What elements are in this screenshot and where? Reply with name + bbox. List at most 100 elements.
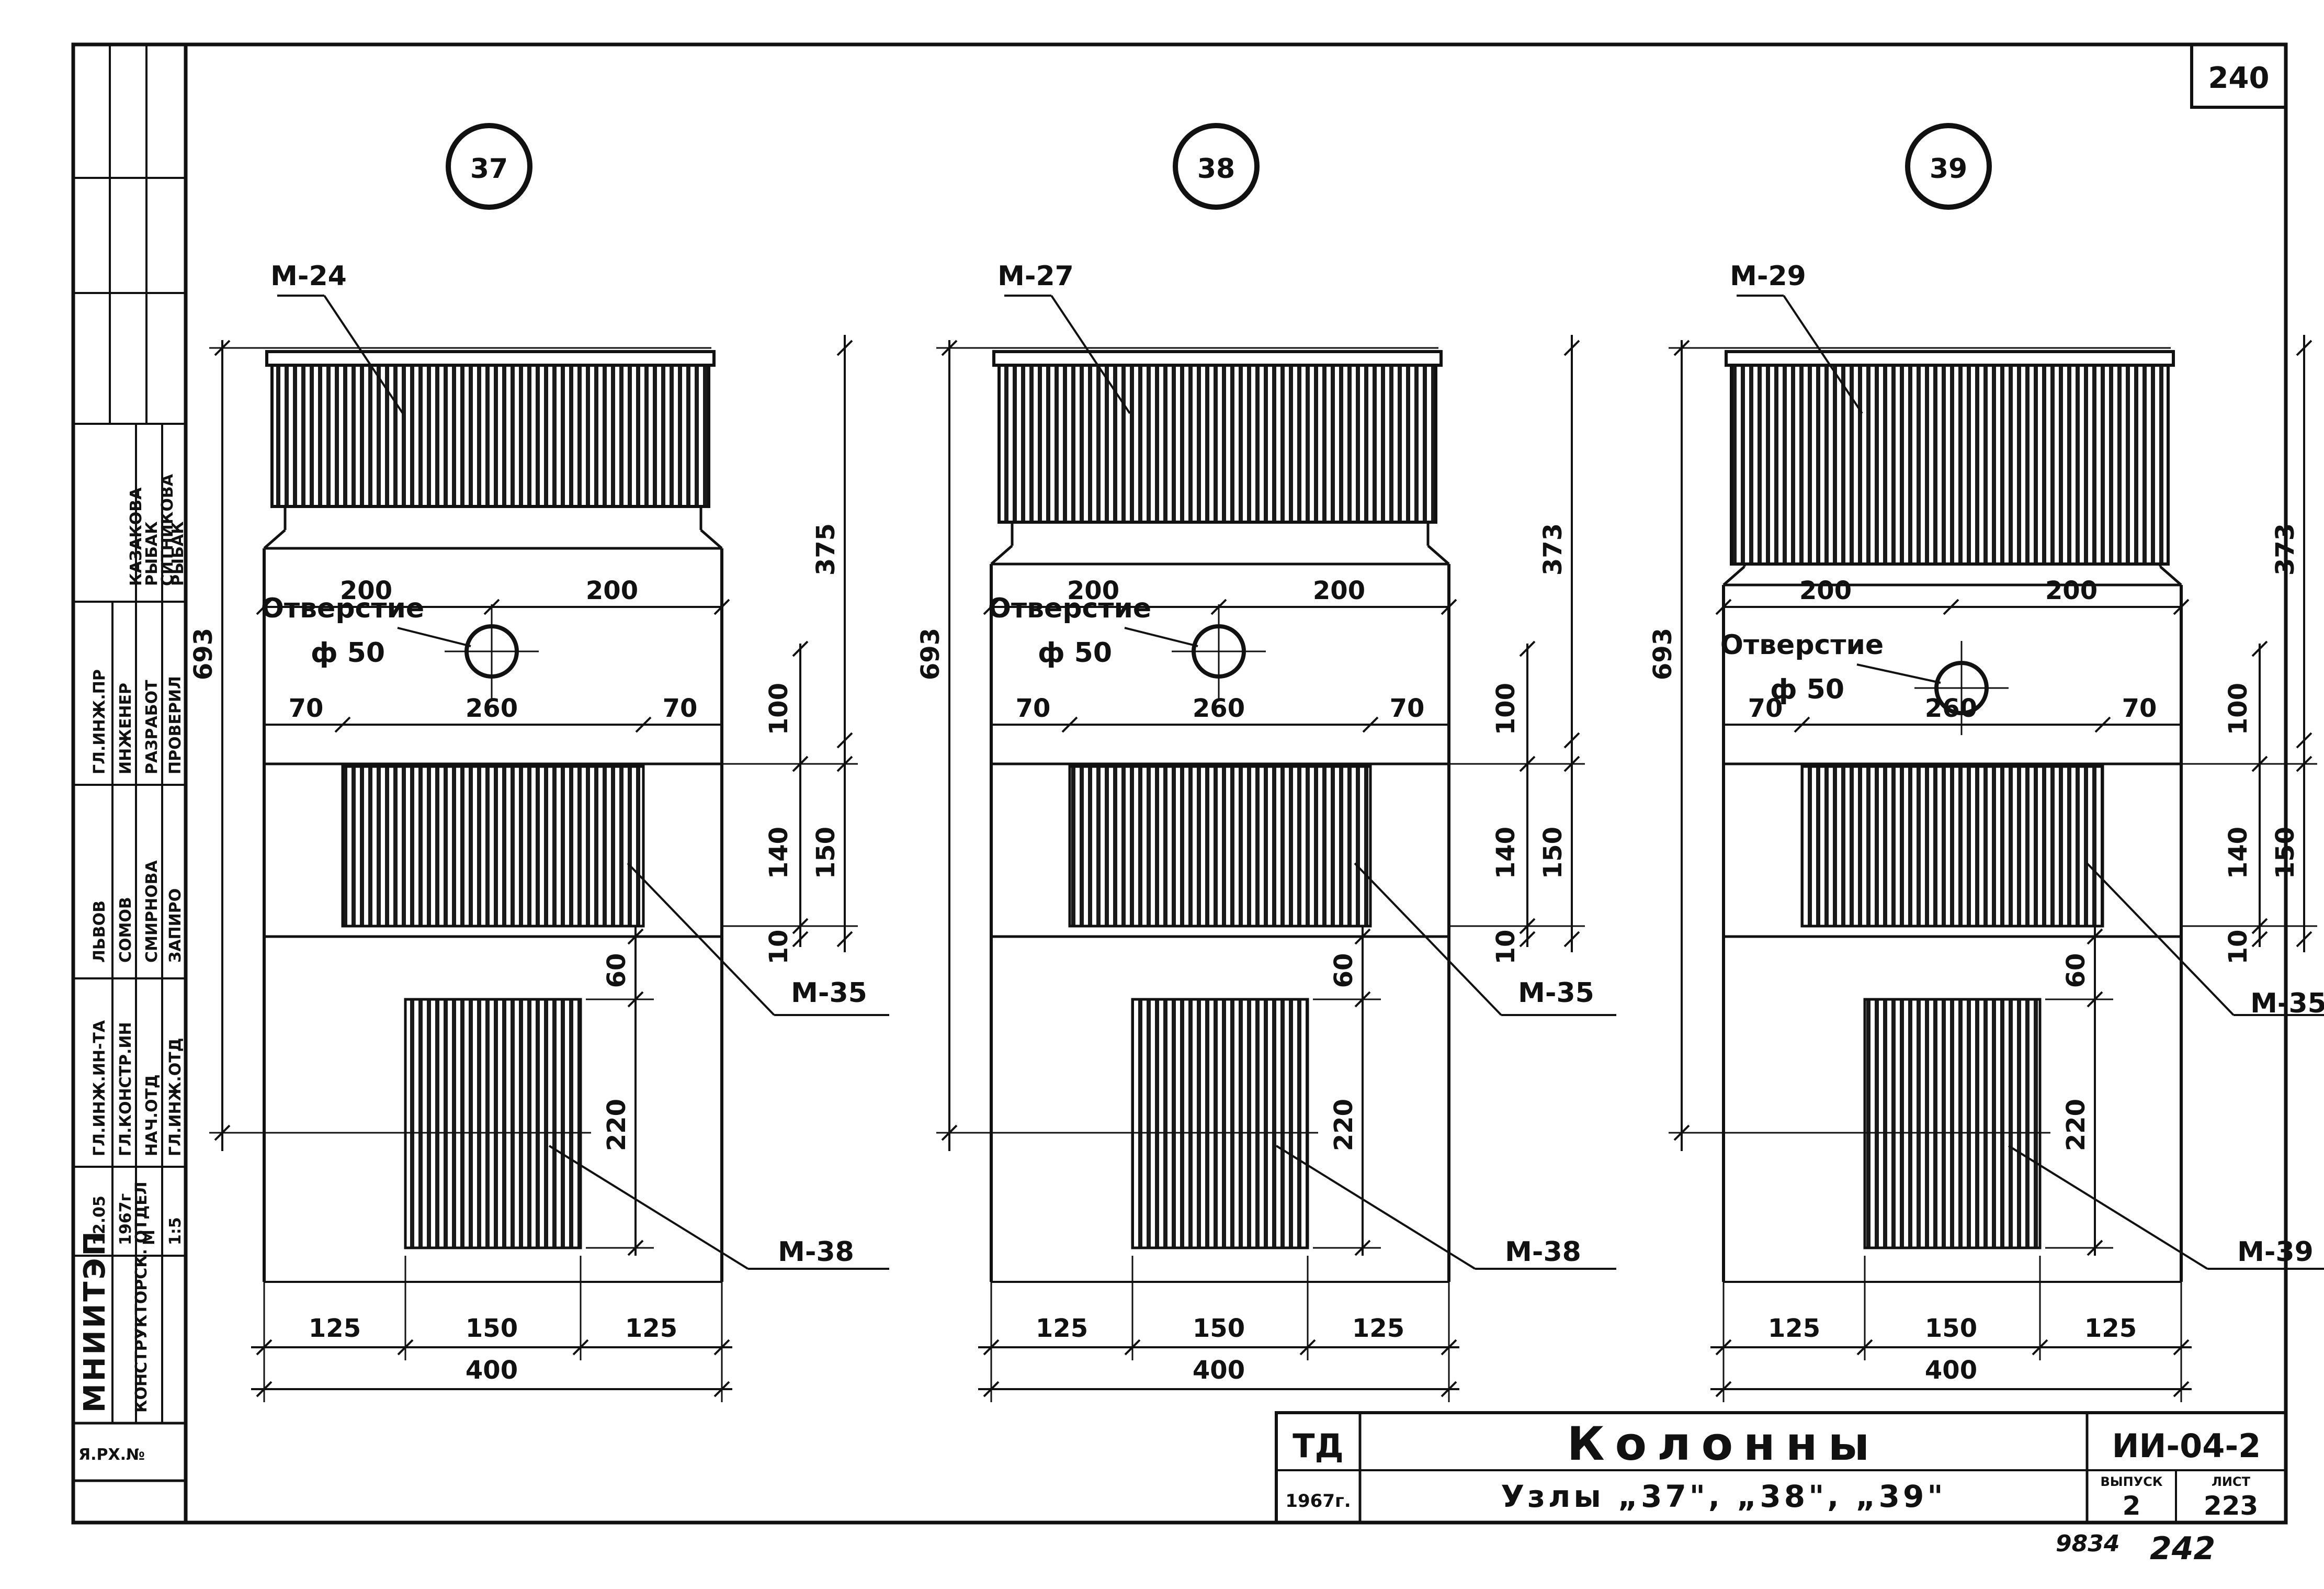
stamp-name: РЫБАК [169,521,187,586]
dimension-tick [214,1124,231,1141]
dimension-tick [1943,599,1959,615]
hole-leader [397,627,471,647]
stamp-year: 1967г [117,1193,135,1245]
dimension-tick [2087,991,2103,1008]
dim-total: 693 [189,628,218,680]
part-label-top: М-24 [270,261,347,292]
top-plate [1725,350,2175,367]
stamp-name: ЗАПИРО [166,888,185,963]
hole-diameter: ф 50 [1770,674,1844,705]
dimension-tick [2251,931,2268,948]
dimension-tick [2087,928,2103,945]
dimension-tick [2173,599,2190,615]
dim-150: 150 [2271,827,2300,879]
dim-140: 140 [2224,827,2253,879]
dimension-tick [2251,756,2268,772]
dimension-tick [2251,640,2268,657]
footer-code: 9834 [2056,1530,2119,1557]
dim-10: 10 [1491,930,1521,965]
node-number-circle [446,123,532,210]
top-plate [992,350,1443,367]
stamp-date: 12.05 [90,1196,109,1245]
stamp-strip: МНИИТЭП КОНСТРУКТОРСК. ОТДЕЛ 12.05 1967г… [73,44,187,1482]
dim-width: 400 [1925,1356,1977,1385]
dim-half-right: 200 [1313,576,1365,605]
dim-140: 140 [764,827,793,879]
part-label-bottom: М-38 [1505,1236,1581,1268]
dim-10: 10 [764,930,793,965]
column-outline [263,529,286,549]
stamp-archive: Я.РХ.№ [78,1446,145,1464]
dimension-tick [792,640,809,657]
dim-center: 260 [466,694,518,723]
dim-140: 140 [1491,827,1521,879]
top-embedded-plate [270,364,710,508]
leader-line [1275,1145,1476,1270]
stamp-dept: КОНСТРУКТОРСК. ОТДЕЛ [132,1181,151,1413]
dim-125-right: 125 [2084,1314,2137,1343]
dim-150-bottom: 150 [1925,1314,1977,1343]
dim-width: 400 [466,1356,518,1385]
dimension-tick [1563,732,1580,749]
stamp-name: ЛЬВОВ [90,900,109,963]
dimension-tick [1563,340,1580,356]
dim-220: 220 [2061,1099,2091,1151]
page-number: 240 [2208,61,2270,95]
dimension-tick [1673,340,1690,356]
dim-upper: 373 [1538,523,1568,576]
dimension-tick [983,1381,1000,1398]
part-label-top: М-27 [997,261,1074,292]
dim-half-left: 200 [1799,576,1852,605]
node-number: 39 [1930,153,1967,185]
dimension-tick [1794,716,1810,733]
series-label: ТД [1293,1427,1344,1465]
dimension-tick [1715,599,1732,615]
dim-edge-left: 70 [289,694,324,723]
dim-125-right: 125 [625,1314,677,1343]
dim-10: 10 [2224,930,2253,965]
dimension-tick [836,340,853,356]
bottom-embedded-plate [1863,998,2042,1249]
dimension-tick [1673,1124,1690,1141]
node-number-circle [1173,123,1260,210]
leader-line [323,295,404,414]
bottom-embedded-plate [1131,998,1309,1249]
dimension-tick [1441,599,1457,615]
dim-100: 100 [764,683,793,735]
dim-125-left: 125 [309,1314,361,1343]
dimension-tick [2094,716,2111,733]
mid-embedded-plate [1068,765,1372,928]
issue-number: 2 [2123,1491,2141,1521]
stamp-name: КАЗАКОВА [127,487,145,586]
dim-100: 100 [2224,683,2253,735]
dimension-tick [2296,756,2312,772]
mid-embedded-plate [1800,765,2104,928]
sheet-label: ЛИСТ [2212,1474,2251,1489]
column-outline [2159,566,2182,586]
dim-edge-right: 70 [663,694,698,723]
doc-code: ИИ-04-2 [2112,1427,2261,1465]
leader-line [2086,862,2235,1016]
dimension-tick [1362,716,1379,733]
dim-width: 400 [1193,1356,1245,1385]
dimension-tick [1210,599,1227,615]
dim-edge-left: 70 [1748,694,1783,723]
drawing-subtitle: Узлы „37", „38", „39" [1501,1479,1946,1514]
dimension-tick [256,599,273,615]
stamp-role: ГЛ.ИНЖ.ОТД [166,1038,185,1156]
dimension-tick [1715,1381,1732,1398]
dimension-tick [256,1381,273,1398]
hole-leader [1124,627,1198,647]
dimension-tick [635,716,652,733]
top-plate [265,350,716,367]
dimension-tick [1563,931,1580,948]
column-outline [990,545,1013,565]
dim-125-left: 125 [1036,1314,1088,1343]
node-number-circle [1905,123,1992,210]
dim-center: 260 [1193,694,1245,723]
bottom-embedded-plate [404,998,582,1249]
leader-line [1783,295,1863,414]
column-outline [1722,566,1745,586]
stamp-name: СИТНИКОВА [158,474,177,586]
dimension-tick [836,931,853,948]
